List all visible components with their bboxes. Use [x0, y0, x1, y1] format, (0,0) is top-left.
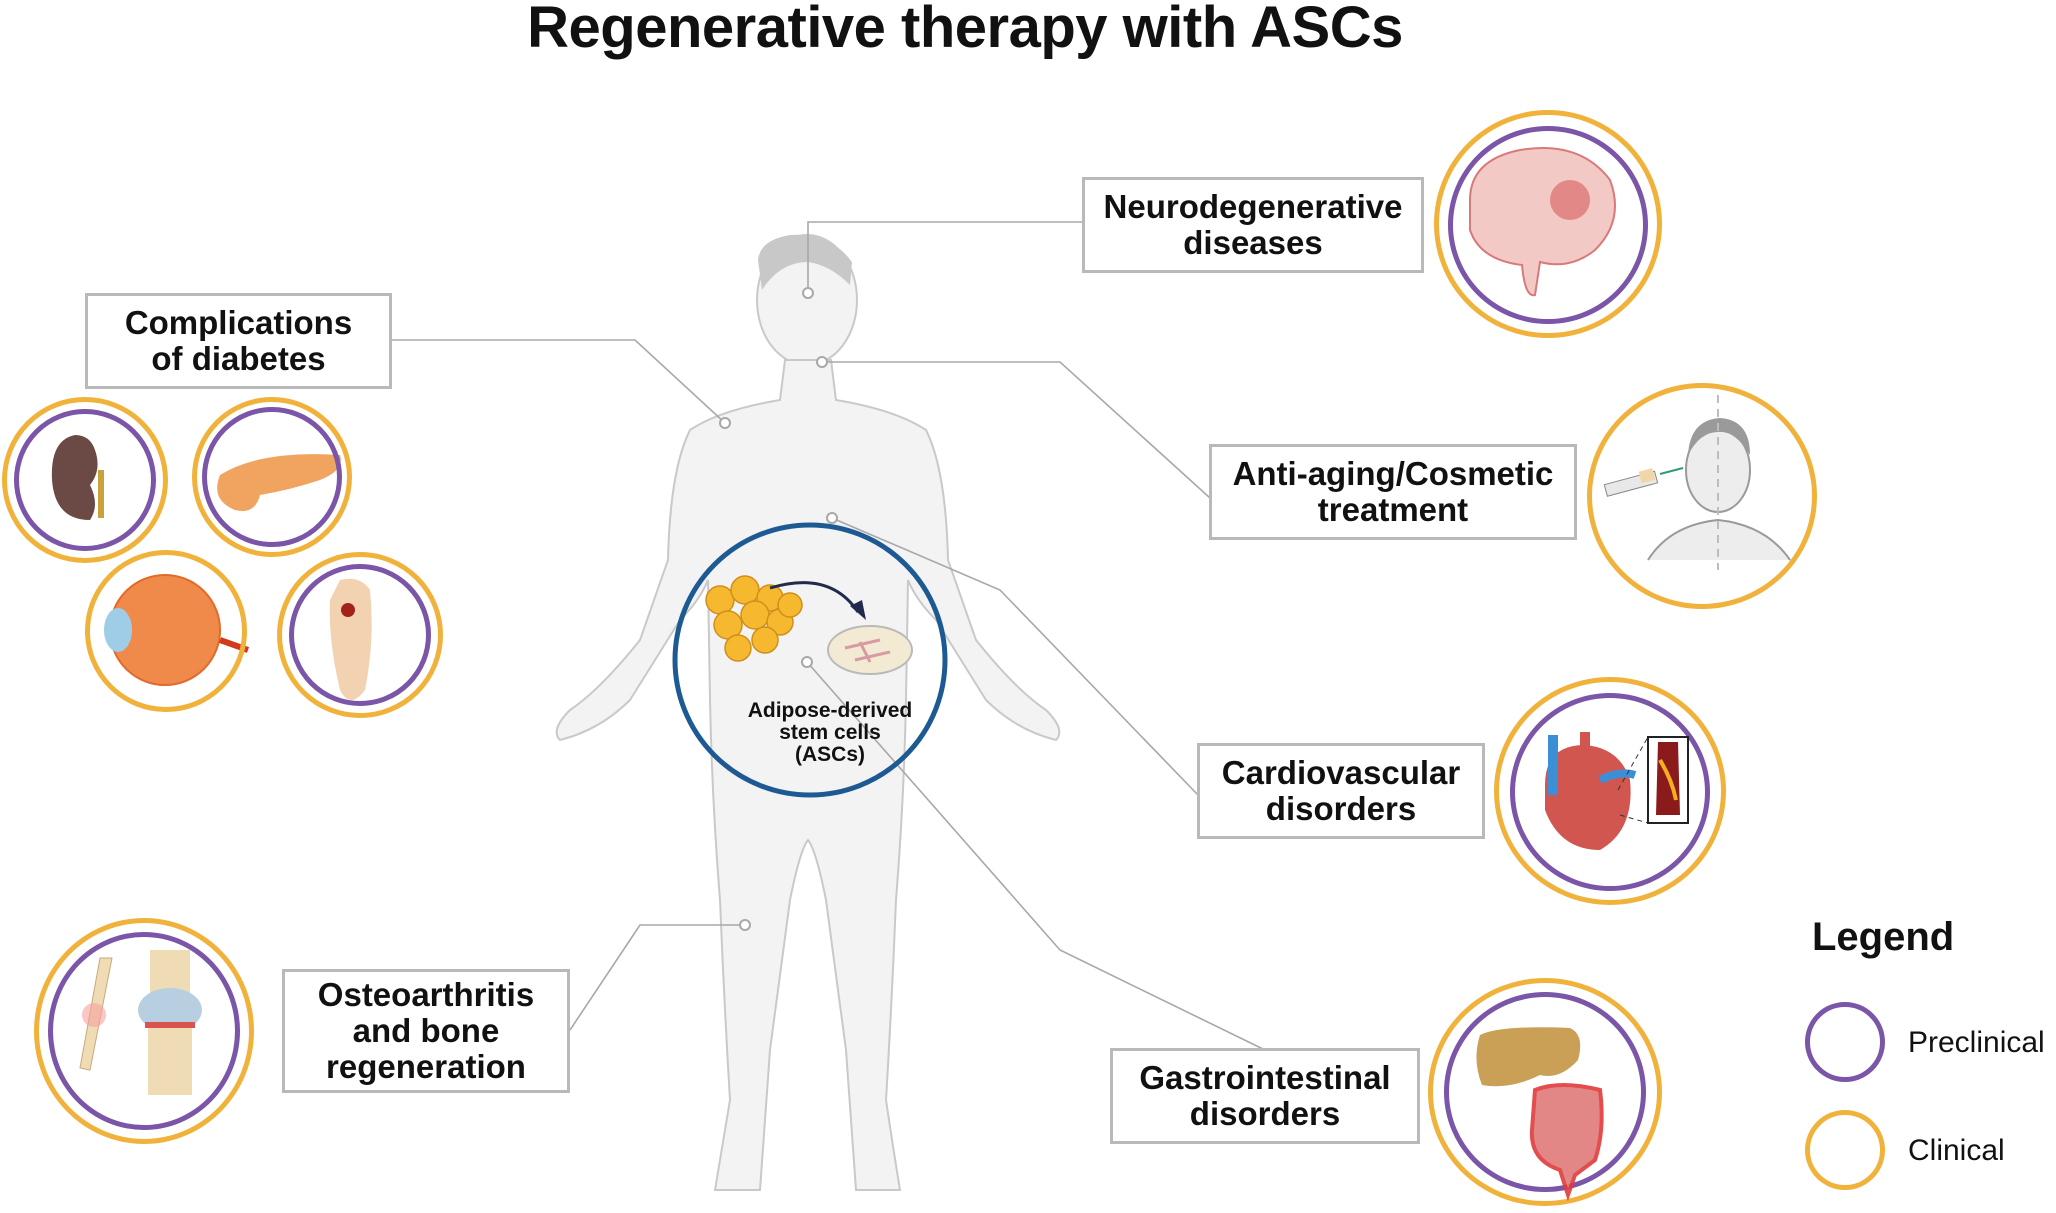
anchor-dot — [739, 919, 751, 931]
preclinical-ring-brain — [1448, 126, 1648, 324]
clinical-ring-foot — [277, 552, 443, 718]
preclinical-ring-ortho — [48, 932, 240, 1130]
connector-lines — [390, 221, 1266, 1051]
legend-label-preclinical: Preclinical — [1908, 1026, 2045, 1059]
connector-neuro — [807, 221, 1085, 293]
preclinical-ring-kidney — [14, 409, 156, 551]
anchor-dot — [826, 512, 838, 524]
petri-dish-icon — [827, 625, 913, 675]
clinical-ring-gi — [1428, 978, 1662, 1206]
connector-diabetes — [390, 339, 726, 424]
clinical-ring-kidney — [2, 397, 168, 563]
label-box-gi: Gastrointestinal disorders — [1110, 1048, 1420, 1144]
label-neuro: Neurodegenerative diseases — [1103, 188, 1403, 261]
ureter-icon — [98, 470, 104, 518]
knee-joint-icon — [138, 950, 202, 1095]
figure-title: Regenerative therapy with ASCs — [527, 0, 1403, 60]
label-cardio: Cardiovascular disorders — [1221, 754, 1461, 827]
preclinical-ring-gi — [1444, 992, 1646, 1192]
clinical-ring-eye — [85, 550, 247, 712]
anchor-dot — [802, 287, 814, 299]
connector-ortho — [569, 924, 745, 1031]
label-box-diabetes: Complications of diabetes — [85, 293, 392, 389]
label-cosmetic: Anti-aging/Cosmetic treatment — [1232, 455, 1554, 528]
adipose-tissue-icon — [705, 575, 803, 662]
clinical-ring-cosmetic — [1587, 383, 1817, 609]
label-gi: Gastrointestinal disorders — [1139, 1059, 1391, 1132]
legend-title: Legend — [1812, 915, 1955, 959]
label-ortho: Osteoarthritis and bone regeneration — [317, 976, 535, 1085]
human-body-silhouette — [555, 234, 1061, 1191]
legend-swatch-clinical — [1805, 1110, 1885, 1190]
label-box-cosmetic: Anti-aging/Cosmetic treatment — [1209, 444, 1577, 540]
connector-cardio — [831, 517, 1199, 796]
preclinical-ring-foot — [289, 564, 431, 706]
arrowhead-icon — [850, 600, 866, 620]
preclinical-ring-cardio — [1510, 693, 1710, 891]
label-box-cardio: Cardiovascular disorders — [1197, 743, 1485, 839]
connector-gi — [806, 661, 1266, 1051]
fatty-liver-icon — [1476, 1027, 1581, 1087]
label-box-ortho: Osteoarthritis and bone regeneration — [282, 969, 570, 1093]
syringe-icon — [1603, 467, 1684, 497]
anchor-dot — [719, 417, 731, 429]
inflamed-intestine-icon — [1529, 1083, 1604, 1202]
asc-circle — [672, 522, 948, 798]
heart-icon — [1545, 745, 1631, 850]
label-diabetes: Complications of diabetes — [124, 304, 353, 377]
clinical-ring-brain — [1434, 110, 1662, 338]
connector-cosmetic — [822, 361, 1211, 499]
clinical-ring-pancreas — [192, 397, 352, 557]
legend-label-clinical: Clinical — [1908, 1134, 2005, 1167]
preclinical-ring-pancreas — [202, 407, 342, 547]
legend-swatch-preclinical — [1805, 1002, 1885, 1082]
clinical-ring-ortho — [34, 918, 254, 1144]
arrow-icon — [769, 581, 860, 613]
label-box-neuro: Neurodegenerative diseases — [1082, 177, 1424, 273]
clinical-ring-cardio — [1494, 677, 1726, 905]
face-injection-icon — [1647, 395, 1791, 570]
anchor-dot — [816, 356, 828, 368]
kidney-icon — [51, 435, 98, 520]
connector-anchor-dots — [719, 287, 838, 931]
asc-label: Adipose-derived stem cells (ASCs) — [747, 699, 913, 766]
anchor-dot — [801, 656, 813, 668]
